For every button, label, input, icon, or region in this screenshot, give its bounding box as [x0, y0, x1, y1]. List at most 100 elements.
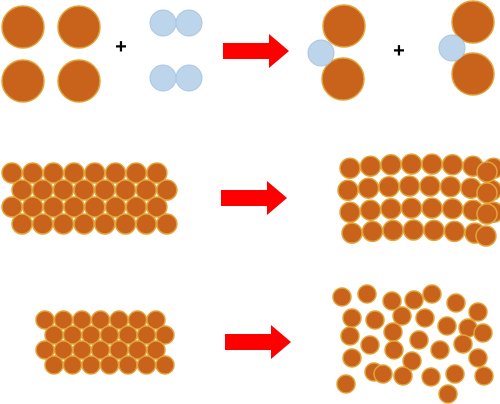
metal-atom — [437, 316, 457, 336]
ordered-lattice-small — [35, 310, 175, 375]
metal-atom — [415, 308, 435, 328]
reactant-group — [1, 5, 101, 103]
metal-atom — [383, 322, 403, 342]
metal-atom — [378, 176, 400, 198]
metal-atom — [476, 203, 498, 225]
metal-atom — [421, 153, 443, 175]
metal-atom — [341, 222, 363, 244]
metal-atom — [421, 367, 441, 387]
metal-atom — [439, 176, 462, 198]
metal-atom — [73, 213, 95, 235]
metal-atom — [336, 374, 356, 394]
metal-atom — [404, 290, 424, 310]
hydrogen-atom — [307, 39, 335, 67]
metal-atom — [342, 308, 362, 328]
metal-atom — [382, 219, 404, 242]
reaction-arrow-1 — [223, 34, 289, 68]
metal-atom — [360, 335, 380, 355]
metal-atom — [398, 175, 421, 197]
arrow-shape — [223, 34, 289, 68]
metal-atom — [357, 284, 377, 304]
metal-atom — [475, 225, 497, 247]
reaction-arrow-3 — [225, 325, 291, 359]
metal-atom — [422, 284, 442, 304]
metal-atom — [361, 220, 384, 243]
metal-atom — [359, 155, 382, 177]
bent-lattice — [337, 153, 500, 247]
ordered-lattice — [1, 162, 178, 235]
plus-sign-right: + — [393, 40, 405, 62]
metal-atom — [476, 182, 498, 204]
metal-atom — [365, 310, 385, 330]
metal-atom — [156, 213, 178, 235]
row-lattice-deformation — [1, 153, 500, 247]
metal-atom — [382, 291, 402, 311]
metal-atom — [332, 287, 352, 307]
metal-atom — [441, 198, 464, 220]
metal-atom — [451, 0, 495, 44]
metal-atom — [473, 323, 493, 343]
hydrogen-atom — [438, 34, 466, 62]
metal-atom — [155, 355, 175, 375]
arrow-shape — [225, 325, 291, 359]
scattered-atoms — [332, 284, 494, 404]
metal-atom — [321, 57, 365, 101]
metal-atom — [155, 325, 175, 345]
metal-atom — [339, 201, 361, 224]
metal-atom — [62, 355, 83, 375]
metal-atom — [146, 196, 168, 218]
metal-atom — [430, 340, 450, 360]
metal-atom — [373, 364, 393, 384]
metal-atom — [342, 348, 362, 368]
plus-sign-left: + — [115, 36, 127, 58]
metal-atom — [52, 213, 75, 235]
metal-atom — [393, 366, 413, 386]
hydrogen-molecules — [149, 9, 203, 92]
hydrogen-atom — [175, 64, 203, 92]
metal-atom — [322, 4, 366, 48]
metal-atom — [340, 326, 360, 346]
metal-atom — [31, 213, 54, 235]
metal-atom — [136, 355, 157, 375]
metal-atom — [57, 5, 101, 49]
metal-atom — [359, 199, 382, 221]
metal-atom — [421, 197, 443, 219]
metal-atom — [438, 384, 458, 404]
metal-atom — [474, 366, 494, 386]
row-lattice-disintegration — [35, 284, 494, 404]
hydrogen-atom — [149, 9, 177, 37]
metal-atom — [402, 219, 425, 241]
metal-atom — [94, 213, 116, 235]
metal-atom — [1, 59, 45, 103]
metal-atom — [446, 293, 466, 313]
metal-atom — [99, 355, 120, 375]
arrow-shape — [221, 181, 287, 215]
metal-atom — [44, 355, 64, 375]
metal-atom — [445, 364, 465, 384]
product-group — [307, 0, 495, 101]
metal-atom — [468, 348, 488, 368]
hydrogen-atom — [175, 9, 203, 37]
metal-atom — [476, 161, 498, 183]
metal-atom — [1, 5, 45, 49]
metal-atom — [146, 162, 168, 184]
metal-atom — [380, 198, 402, 220]
metal-atom — [57, 59, 101, 103]
metal-atom — [11, 213, 33, 235]
metal-atom — [468, 302, 488, 322]
metal-atom — [384, 340, 404, 360]
metal-atom — [337, 179, 359, 202]
metal-atom — [380, 154, 402, 176]
metal-atom — [118, 355, 138, 375]
metal-atom — [402, 351, 422, 371]
metal-atom — [453, 334, 473, 354]
metal-atom — [146, 340, 166, 360]
metal-atom — [419, 175, 441, 197]
metal-atom — [409, 330, 429, 350]
metal-atom — [156, 179, 178, 201]
metal-atom — [135, 213, 157, 235]
metal-atom — [451, 52, 495, 96]
metal-atom — [443, 220, 466, 243]
metal-atom — [146, 310, 166, 330]
